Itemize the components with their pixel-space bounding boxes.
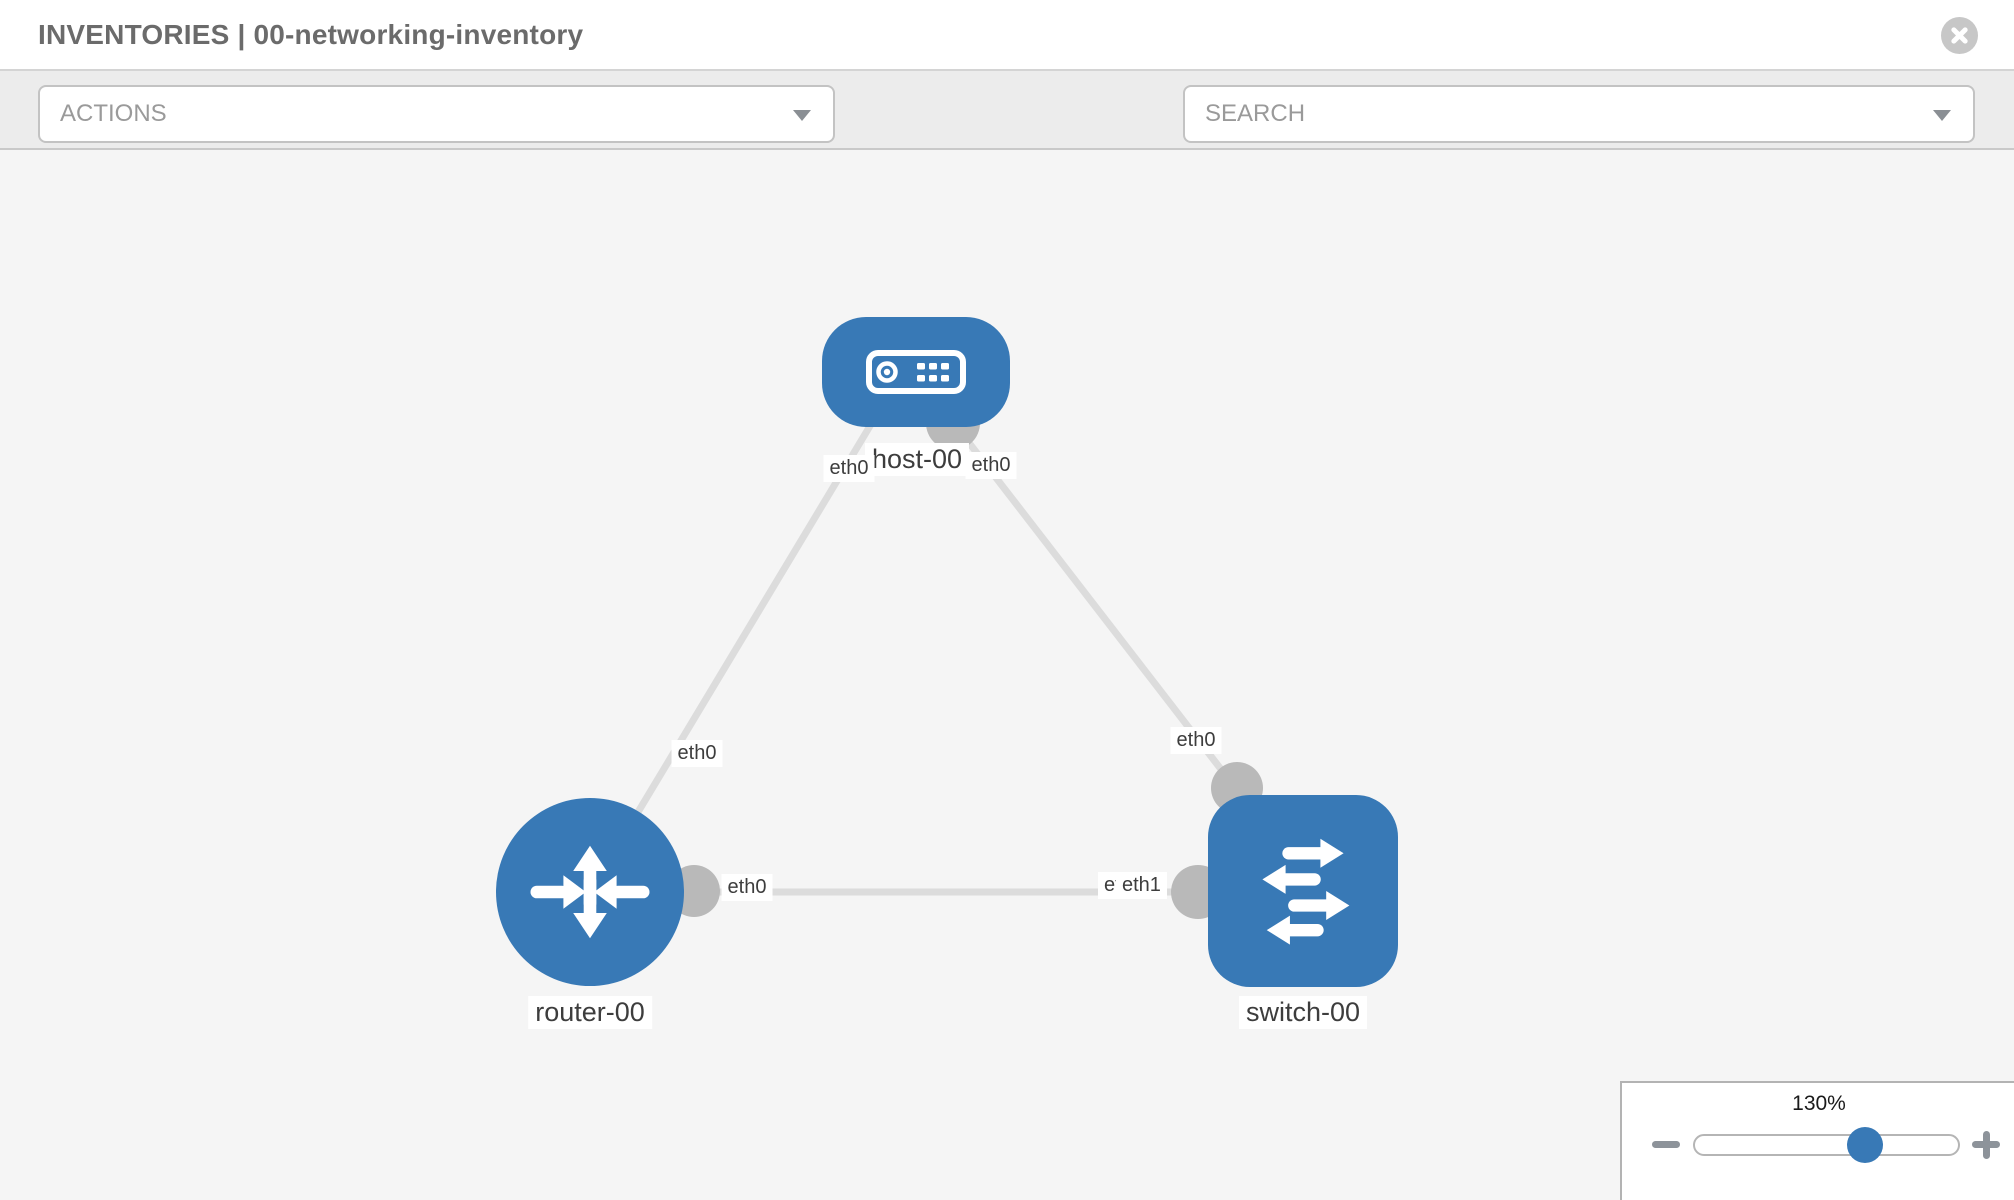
node-label: router-00 (528, 996, 652, 1029)
node-host-00[interactable] (822, 317, 1010, 427)
zoom-slider-thumb[interactable] (1847, 1127, 1883, 1163)
zoom-control-panel: 130% (1620, 1081, 2014, 1200)
iface-label: eth0 (721, 874, 773, 901)
zoom-level: 130% (1792, 1092, 1846, 1115)
iface-label: eth0 (671, 740, 723, 767)
search-dropdown-label: SEARCH (1205, 100, 1306, 127)
topology-canvas[interactable]: host-00 router-00 switch-00 eth0 eth0 et… (0, 150, 2014, 1200)
node-switch-00[interactable] (1208, 795, 1398, 987)
node-label: switch-00 (1238, 996, 1368, 1029)
iface-label: eth0 (965, 452, 1017, 479)
node-label: host-00 (864, 443, 970, 476)
zoom-slider-track[interactable] (1693, 1134, 1960, 1156)
zoom-in-button[interactable] (1966, 1124, 2006, 1164)
zoom-out-button[interactable] (1652, 1141, 1680, 1148)
header: INVENTORIES | 00-networking-inventory (0, 0, 2014, 71)
iface-label: eth1 (1116, 872, 1167, 899)
actions-dropdown[interactable]: ACTIONS (38, 85, 835, 143)
caret-down-icon (793, 110, 811, 121)
iface-label: eth0 (823, 455, 875, 482)
router-icon (530, 845, 650, 939)
actions-dropdown-label: ACTIONS (60, 100, 167, 127)
switch-icon (1262, 838, 1350, 945)
close-icon[interactable] (1941, 17, 1978, 54)
toolbar: ACTIONS SEARCH (0, 71, 2014, 207)
search-dropdown[interactable]: SEARCH (1183, 85, 1975, 143)
node-router-00[interactable] (496, 798, 684, 986)
host-icon (866, 350, 966, 394)
caret-down-icon (1933, 110, 1951, 121)
iface-label: eth0 (1170, 727, 1222, 754)
page-title: INVENTORIES | 00-networking-inventory (38, 19, 584, 50)
